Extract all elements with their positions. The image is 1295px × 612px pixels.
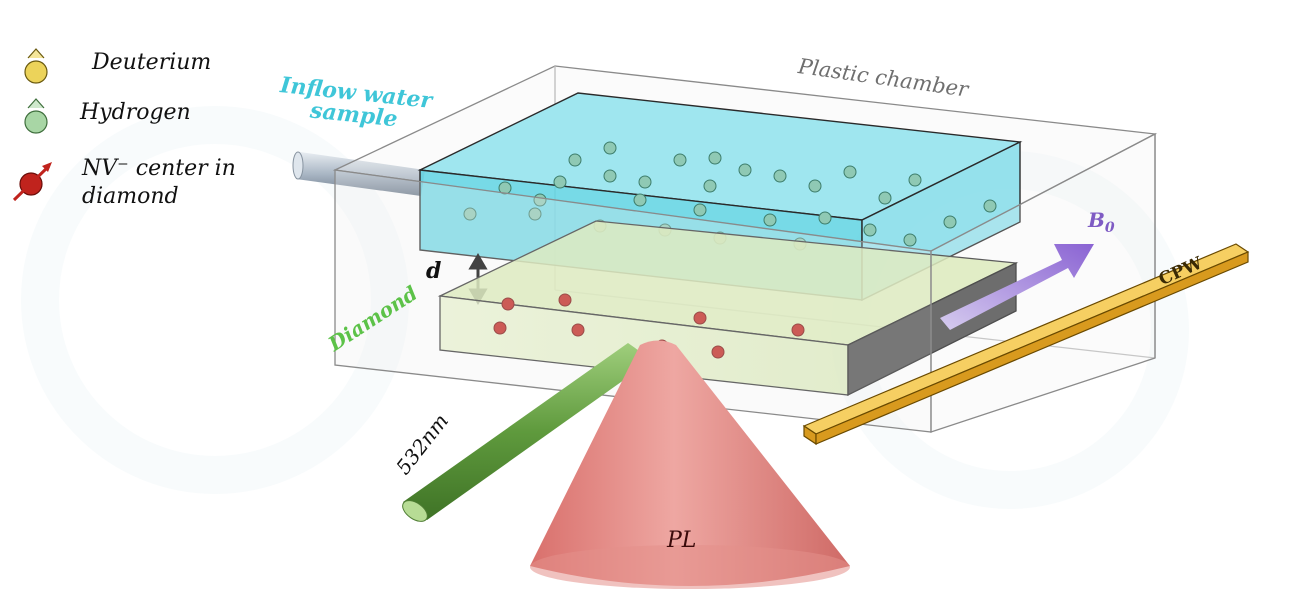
legend-hydrogen-label: Hydrogen [80, 100, 191, 125]
b0-subscript: 0 [1104, 220, 1115, 236]
deuterium-molecule-icon [24, 48, 48, 84]
legend-deuterium-label: Deuterium [92, 50, 212, 75]
diamond-plate [437, 220, 1019, 397]
nv-center-spin-icon [12, 162, 52, 202]
legend-nv-label-line2: diamond [82, 184, 179, 209]
distance-label: d [426, 258, 442, 284]
legend-nv-label-line1: NV⁻ center in [82, 156, 236, 181]
pl-label: PL [667, 528, 697, 553]
b0-label: B0 [1088, 208, 1115, 236]
b0-symbol: B [1088, 208, 1105, 232]
hydrogen-molecule-icon [24, 98, 48, 134]
pl-cone [530, 340, 850, 589]
cpw-strip [802, 243, 1250, 446]
b0-field-arrow [940, 244, 1094, 330]
laser-beam [402, 343, 652, 522]
